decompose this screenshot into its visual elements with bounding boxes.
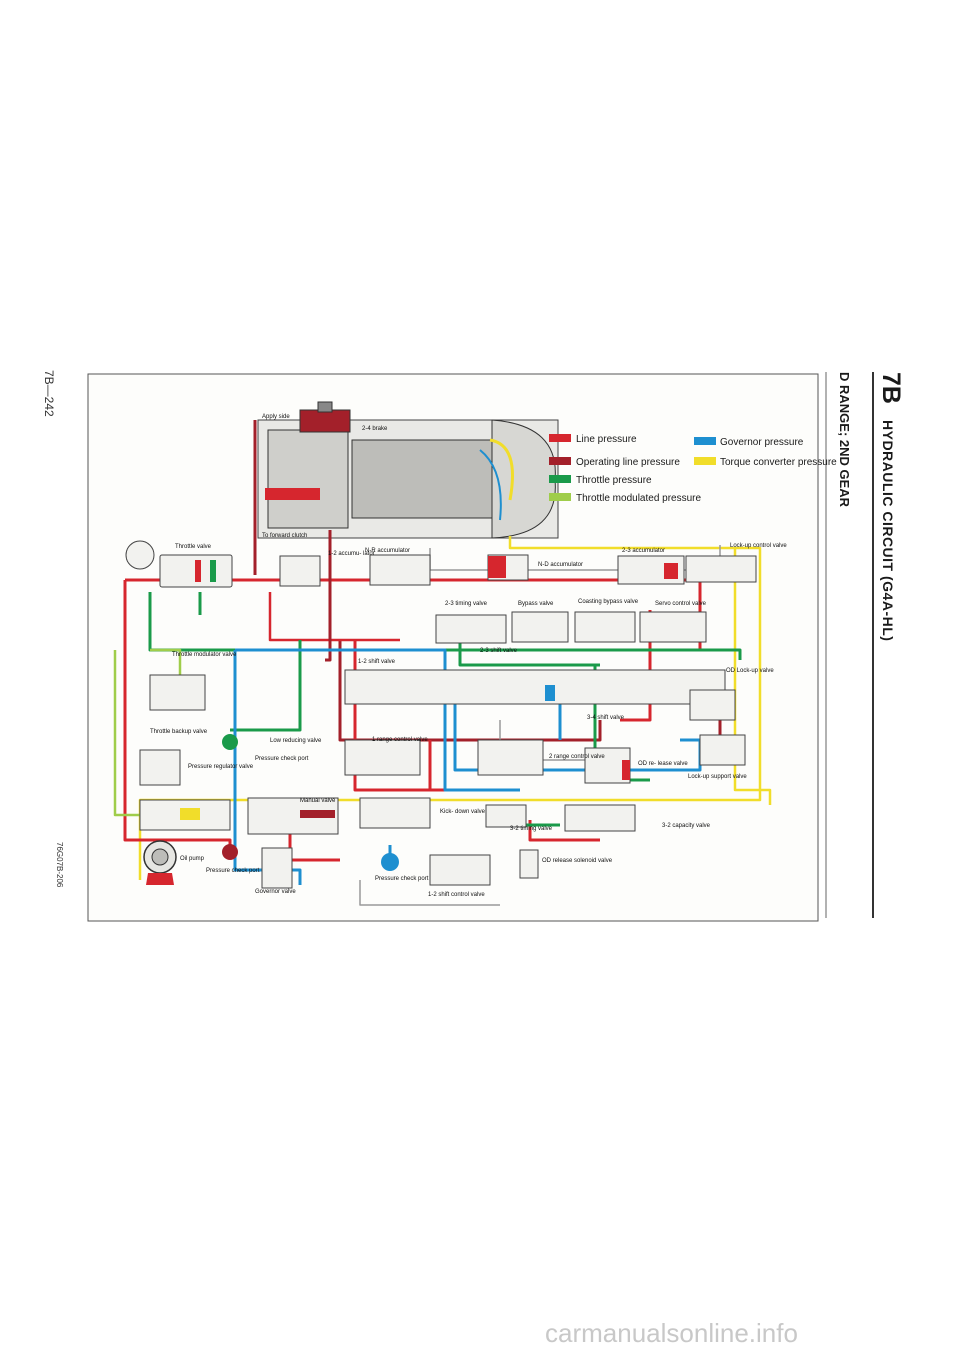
legend-swatch-modulated	[549, 493, 571, 501]
label-n-d-accumulator: N-D accumulator	[538, 562, 583, 568]
label-pressure-check-port-3: Pressure check port	[375, 876, 429, 882]
legend-line-pressure: Line pressure	[576, 434, 637, 445]
label-to-forward-clutch: To forward clutch	[262, 533, 307, 539]
pressure-check-port-green	[222, 734, 238, 750]
ports-and-pump	[125, 540, 399, 885]
label-2-range-control-valve: 2 range control valve	[549, 754, 605, 760]
label-1-2-shift-valve: 1-2 shift valve	[358, 659, 396, 665]
legend-swatch-governor	[694, 437, 716, 445]
label-throttle-backup-valve: Throttle backup valve	[150, 729, 208, 735]
label-od-release-solenoid-valve: OD release solenoid valve	[542, 858, 613, 864]
legend: Line pressure Operating line pressure Th…	[549, 434, 837, 504]
watermark: carmanualsonline.info	[545, 1318, 798, 1348]
label-oil-pump: Oil pump	[180, 856, 205, 862]
label-throttle-modulator-valve: Throttle modulator valve	[172, 652, 237, 658]
legend-operating-line-pressure: Operating line pressure	[576, 457, 680, 468]
label-low-reducing-valve: Low reducing valve	[270, 738, 322, 744]
label-2-3-accumulator: 2-3 accumulator	[622, 548, 665, 554]
label-pressure-check-port-1: Pressure check port	[255, 756, 309, 762]
label-3-2-timing-valve: 3-2 timing valve	[510, 826, 553, 832]
valve-highlights	[180, 556, 678, 820]
label-apply-side: Apply side	[262, 414, 290, 420]
legend-throttle-pressure: Throttle pressure	[576, 475, 652, 486]
legend-swatch-line	[549, 434, 571, 442]
label-2-3-shift-valve: 2-3 shift valve	[480, 648, 518, 654]
label-od-lock-up-valve: OD Lock-up valve	[726, 668, 774, 674]
label-3-2-capacity-valve: 3-2 capacity valve	[662, 823, 711, 829]
legend-governor-pressure: Governor pressure	[720, 437, 804, 448]
legend-torque-converter-pressure: Torque converter pressure	[720, 457, 837, 468]
label-3-4-shift-valve: 3-4 shift valve	[587, 715, 625, 721]
pressure-check-port-blue	[381, 853, 399, 871]
label-coasting-bypass-valve: Coasting bypass valve	[578, 599, 639, 605]
label-pressure-regulator-valve: Pressure regulator valve	[188, 764, 254, 770]
label-pressure-check-port-2: Pressure check port	[206, 868, 260, 874]
label-bypass-valve: Bypass valve	[518, 601, 554, 607]
label-od-release-valve: OD re- lease valve	[638, 761, 688, 767]
label-2-4-brake: 2-4 brake	[362, 426, 388, 432]
label-lock-up-support-valve: Lock-up support valve	[688, 774, 747, 780]
label-lock-up-control-valve: Lock-up control valve	[730, 543, 787, 549]
label-kick-down-valve: Kick- down valve	[440, 809, 486, 815]
label-n-r-accumulator: N-R accumulator	[365, 548, 410, 554]
label-manual-valve: Manual valve	[300, 798, 336, 804]
label-1-range-control-valve: 1 range control valve	[372, 737, 428, 743]
legend-swatch-operating	[549, 457, 571, 465]
label-2-3-timing-valve: 2-3 timing valve	[445, 601, 488, 607]
label-throttle-valve: Throttle valve	[175, 544, 212, 550]
label-1-2-shift-control-valve: 1-2 shift control valve	[428, 892, 485, 898]
pressure-check-port-red	[222, 844, 238, 860]
component-labels: Apply side 2-4 brake To forward clutch T…	[150, 414, 787, 898]
label-servo-control-valve: Servo control valve	[655, 601, 707, 607]
legend-swatch-torque	[694, 457, 716, 465]
label-1-2-accumulator: 1-2 accumu- lator	[328, 551, 375, 557]
legend-swatch-throttle	[549, 475, 571, 483]
label-governor-valve: Governor valve	[255, 889, 296, 895]
legend-throttle-modulated-pressure: Throttle modulated pressure	[576, 493, 702, 504]
transmission-section	[257, 401, 559, 539]
